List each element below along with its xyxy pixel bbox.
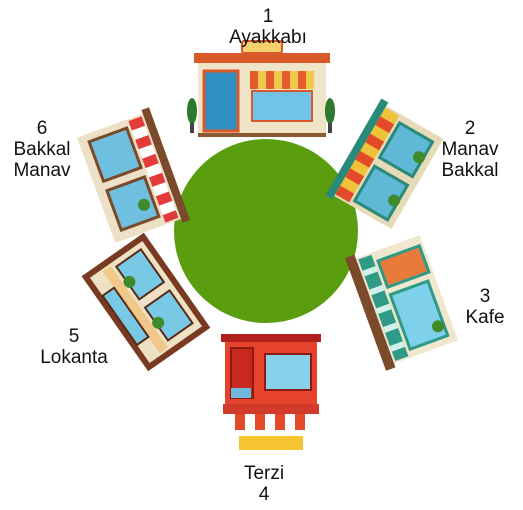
shop-1-number: 1 (262, 6, 274, 27)
shop-3-kafe (345, 235, 458, 371)
shop-5-label: 5 Lokanta (26, 326, 122, 368)
shop-6-name-1: Bakkal (13, 139, 71, 160)
shop-2-label: 2 Manav Bakkal (425, 118, 515, 181)
shop-4-terzi (221, 334, 321, 450)
shop-5-name: Lokanta (40, 347, 108, 368)
shop-1-label: 1 Ayakkabı (213, 6, 323, 48)
shop-6-name-2: Manav (13, 160, 71, 181)
shop-6-label: 6 Bakkal Manav (2, 118, 82, 181)
center-table (174, 139, 358, 323)
shop-2-name-2: Bakkal (441, 160, 499, 181)
shop-3-number: 3 (479, 286, 491, 307)
shop-6-bakkal-manav (77, 107, 190, 243)
shop-1-ayakkabi (187, 40, 335, 137)
shop-3-name: Kafe (465, 307, 505, 328)
shop-4-name: Terzi (243, 463, 285, 484)
shop-2-manav-bakkal (325, 98, 444, 230)
shop-3-label: 3 Kafe (450, 286, 520, 328)
shop-4-label: Terzi 4 (224, 463, 304, 505)
shop-5-lokanta (81, 232, 211, 372)
shop-4-number: 4 (258, 484, 270, 505)
shop-1-name: Ayakkabı (229, 27, 307, 48)
shop-2-name-1: Manav (441, 139, 499, 160)
shop-5-number: 5 (68, 326, 80, 347)
shop-2-number: 2 (464, 118, 476, 139)
shop-6-number: 6 (36, 118, 48, 139)
